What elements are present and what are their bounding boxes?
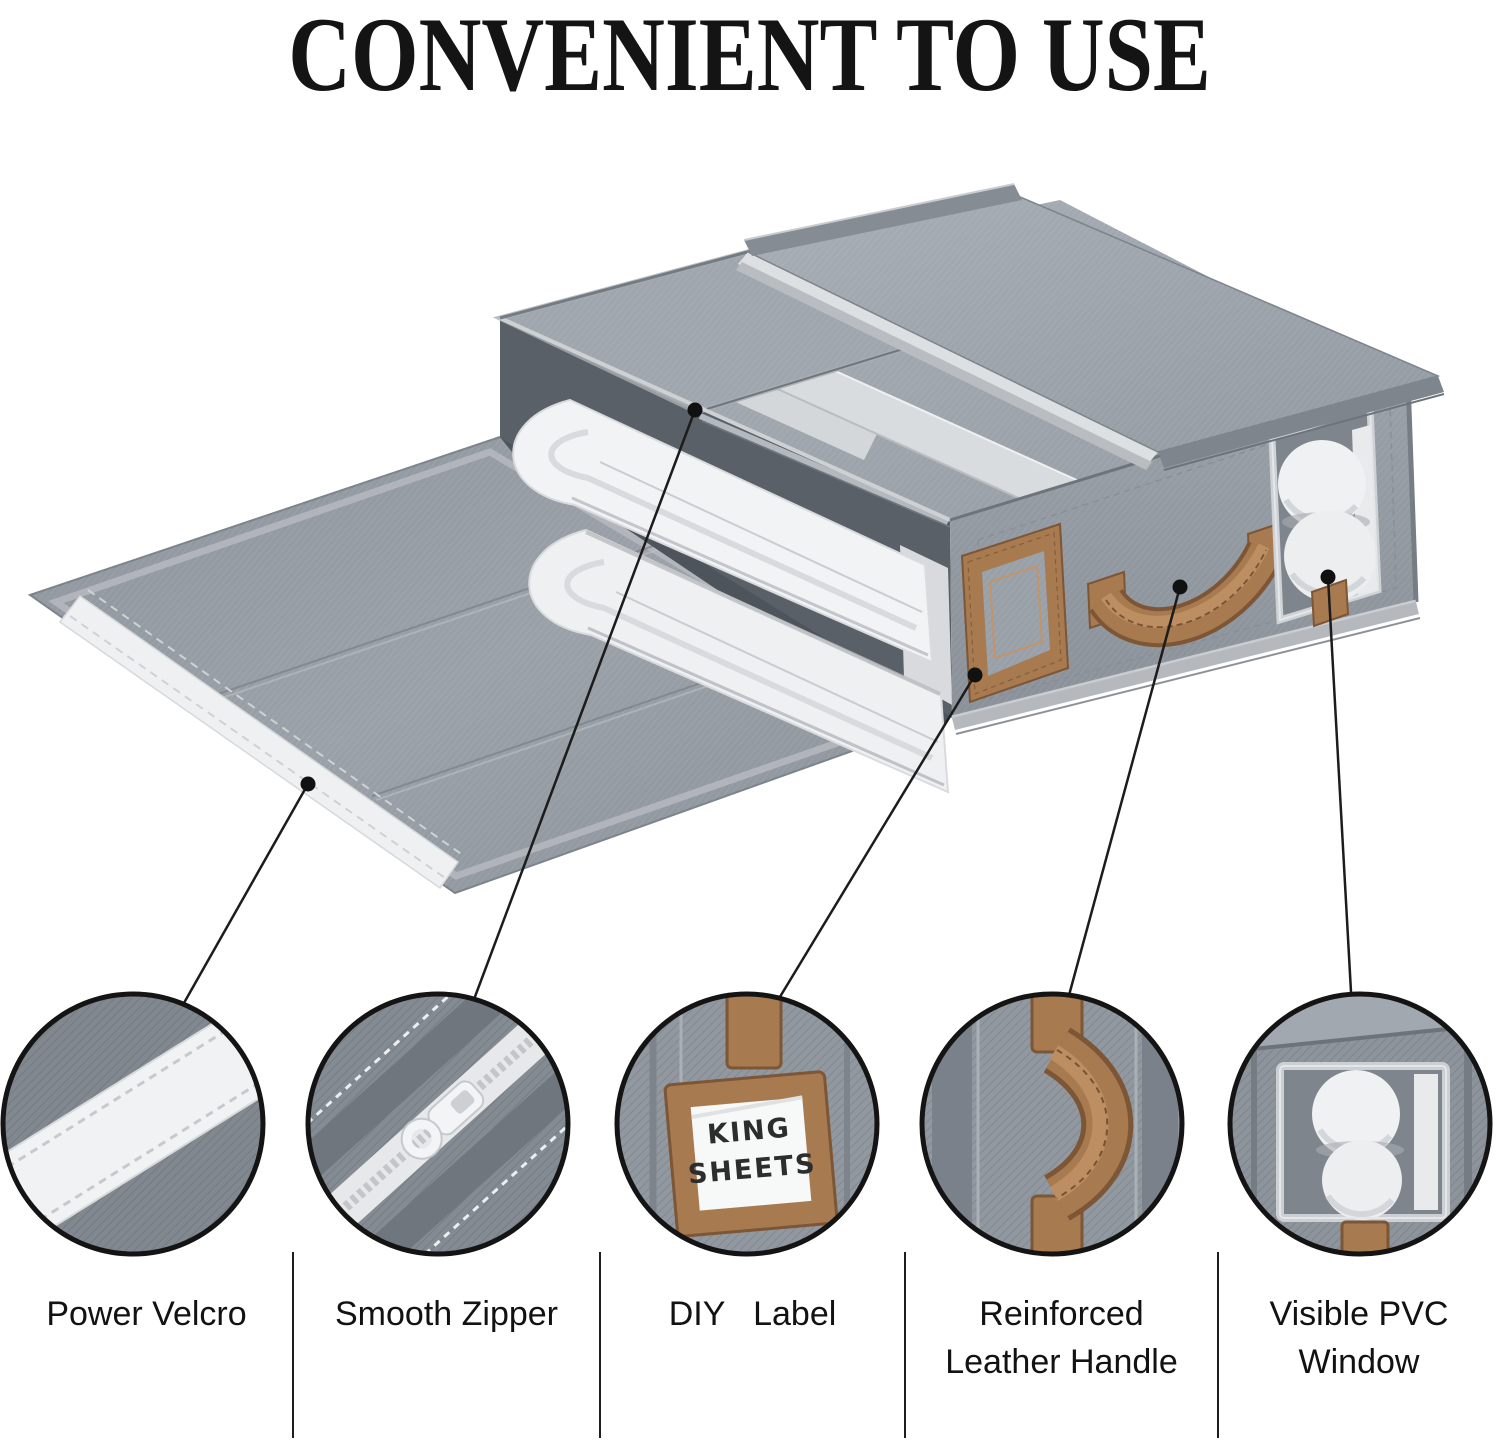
label-divider-1 <box>292 1252 294 1438</box>
feature-label-visible-pvc-window: Visible PVC Window <box>1269 1295 1449 1381</box>
page-title: CONVENIENT TO USE <box>0 0 1500 116</box>
feature-label-diy-label: DIY Label <box>668 1295 837 1333</box>
handle-zoom <box>1030 994 1134 1254</box>
zipper-detail-inset <box>305 991 571 1257</box>
label-divider-4 <box>1217 1252 1219 1438</box>
zipper-pull <box>400 1080 485 1160</box>
door-velcro-strip <box>58 589 465 890</box>
callout-lines <box>178 409 1354 1011</box>
diy-label-detail-inset: KING SHEETS <box>614 991 880 1257</box>
callout-dot-handle <box>1172 579 1188 595</box>
zipper-zoom <box>308 994 568 1254</box>
window-zoom <box>1276 1062 1450 1254</box>
pvc-window-detail-inset <box>1227 991 1493 1257</box>
folded-comforter <box>512 398 950 794</box>
callout-line-handle <box>1063 586 1182 1011</box>
callout-dot-zipper <box>687 402 703 418</box>
diy-label-frame <box>960 522 1070 704</box>
callout-dots <box>300 402 1336 792</box>
callout-line-velcro <box>178 783 310 1011</box>
page-title-text: CONVENIENT TO USE <box>288 0 1212 113</box>
label-divider-3 <box>904 1252 906 1438</box>
handle-detail-inset <box>919 991 1185 1257</box>
label-card-line1: KING <box>706 1112 792 1150</box>
label-frame-zoom: KING SHEETS <box>663 1070 839 1238</box>
callout-dot-window <box>1320 569 1336 585</box>
feature-label-power-velcro: Power Velcro <box>46 1295 247 1333</box>
callout-dot-velcro <box>300 776 316 792</box>
velcro-detail-inset <box>0 991 266 1257</box>
leather-handle <box>1086 520 1288 648</box>
label-hanger-tab <box>725 994 783 1070</box>
box-front-face <box>949 378 1421 735</box>
label-divider-2 <box>599 1252 601 1438</box>
callout-line-label <box>770 674 977 1011</box>
feature-label-smooth-zipper: Smooth Zipper <box>335 1295 558 1333</box>
velcro-strip-zoom <box>3 994 263 1254</box>
callout-line-zipper <box>468 409 697 1011</box>
feature-label-reinforced-leather-handle: Reinforced Leather Handle <box>945 1295 1178 1381</box>
callout-dot-label <box>967 667 983 683</box>
callout-line-window <box>1326 576 1354 1011</box>
box-lid <box>736 183 1445 471</box>
